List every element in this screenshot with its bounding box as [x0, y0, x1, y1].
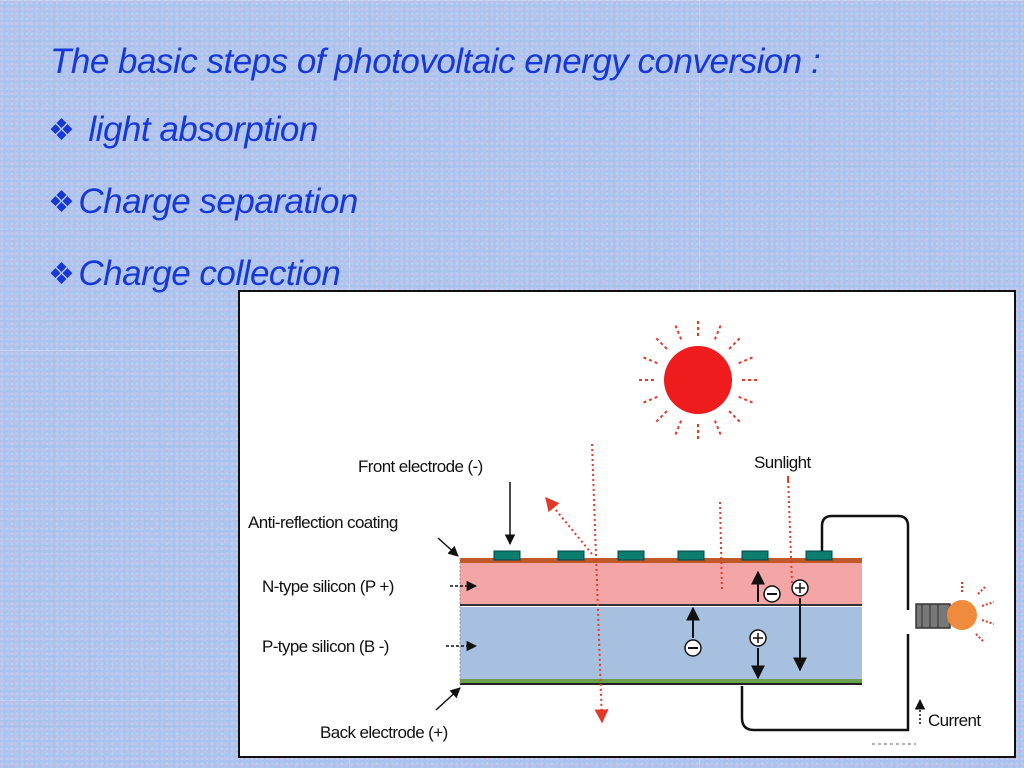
bullet-charge-collection: ❖ Charge collection	[48, 254, 341, 294]
solar-cell-svg: Front electrode (-) Sunlight Anti-reflec…	[248, 318, 995, 745]
sun-ray	[713, 322, 723, 340]
sun-ray	[728, 410, 743, 425]
sun-ray	[640, 395, 658, 405]
bullet-marker-icon: ❖	[48, 257, 75, 291]
label-anti-reflection: Anti-reflection coating	[248, 513, 398, 532]
charge-carriers	[684, 570, 809, 680]
back-electrode-layer	[460, 679, 862, 684]
cell-layers	[459, 550, 862, 685]
sun-ray	[738, 355, 756, 365]
bullet-text: light absorption	[88, 110, 318, 149]
label-leaders	[435, 482, 516, 711]
bullet-marker-icon: ❖	[48, 185, 75, 219]
label-sunlight: Sunlight	[754, 453, 812, 472]
sun-ray	[653, 335, 668, 350]
sun-ray	[653, 410, 668, 425]
p-type-layer	[460, 607, 862, 679]
light-rays	[545, 443, 793, 724]
sun-ray	[713, 420, 723, 438]
sun-ray	[640, 355, 658, 365]
solar-cell-diagram: Front electrode (-) Sunlight Anti-reflec…	[238, 290, 1016, 758]
bullet-marker-icon: ❖	[48, 113, 75, 147]
label-p-type: P-type silicon (B -)	[262, 637, 389, 656]
bullet-text: Charge separation	[78, 182, 358, 221]
anti-reflection-layer	[460, 558, 862, 563]
label-n-type: N-type silicon (P +)	[262, 577, 394, 596]
bullet-light-absorption: ❖ light absorption	[48, 110, 318, 150]
label-current: Current	[928, 711, 981, 730]
label-front-electrode: Front electrode (-)	[358, 457, 483, 476]
slide-title: The basic steps of photovoltaic energy c…	[50, 42, 821, 81]
sun-ray	[673, 420, 683, 438]
bullet-charge-separation: ❖ Charge separation	[48, 182, 358, 222]
label-back-electrode: Back electrode (+)	[320, 723, 448, 742]
sun-ray	[738, 395, 756, 405]
external-circuit	[740, 514, 910, 732]
sun-ray	[728, 335, 743, 350]
sun-icon	[636, 318, 760, 442]
sun-ray	[673, 322, 683, 340]
bullet-text: Charge collection	[78, 254, 341, 293]
front-electrode-fingers	[493, 550, 833, 561]
light-bulb-icon	[915, 582, 995, 643]
